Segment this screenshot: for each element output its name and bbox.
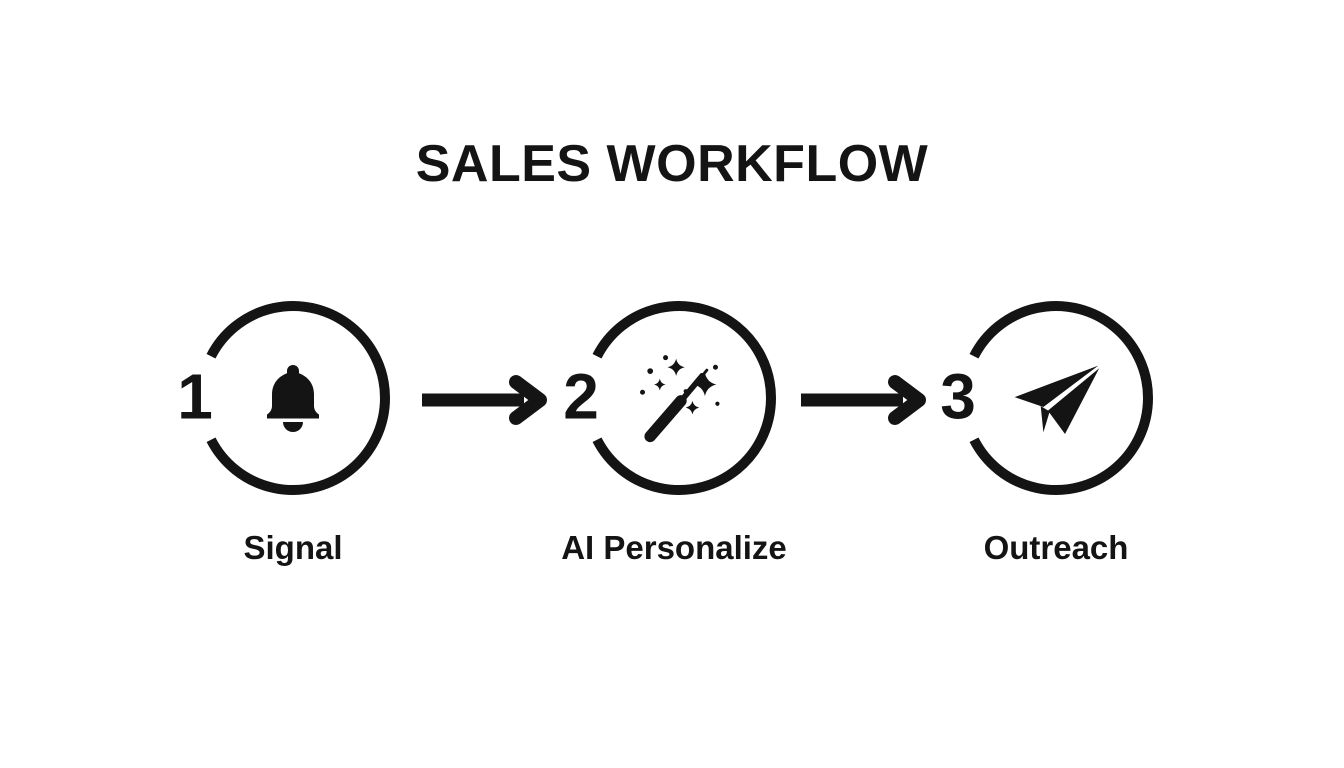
workflow-step-outreach: 3 Outreach [940,300,1154,566]
step-number: 2 [563,360,599,433]
page-title: SALES WORKFLOW [415,135,929,193]
step-label: Outreach [983,529,1129,566]
arrow-right-icon [801,375,926,425]
workflow-step-signal: 1 Signal [177,300,391,566]
step-number: 3 [940,360,976,433]
step-circle [206,301,390,495]
arrow-right-icon [422,375,547,425]
step-label: AI Personalize [561,529,787,566]
bell-icon [261,361,325,435]
step-circle [592,301,776,495]
step-circle [969,301,1153,495]
step-label: Signal [243,529,343,566]
workflow-step-ai-personalize: 2 AI Personalize [561,300,787,566]
magic-wand-icon [631,350,727,446]
paper-plane-icon [1011,360,1101,436]
step-number: 1 [177,360,213,433]
